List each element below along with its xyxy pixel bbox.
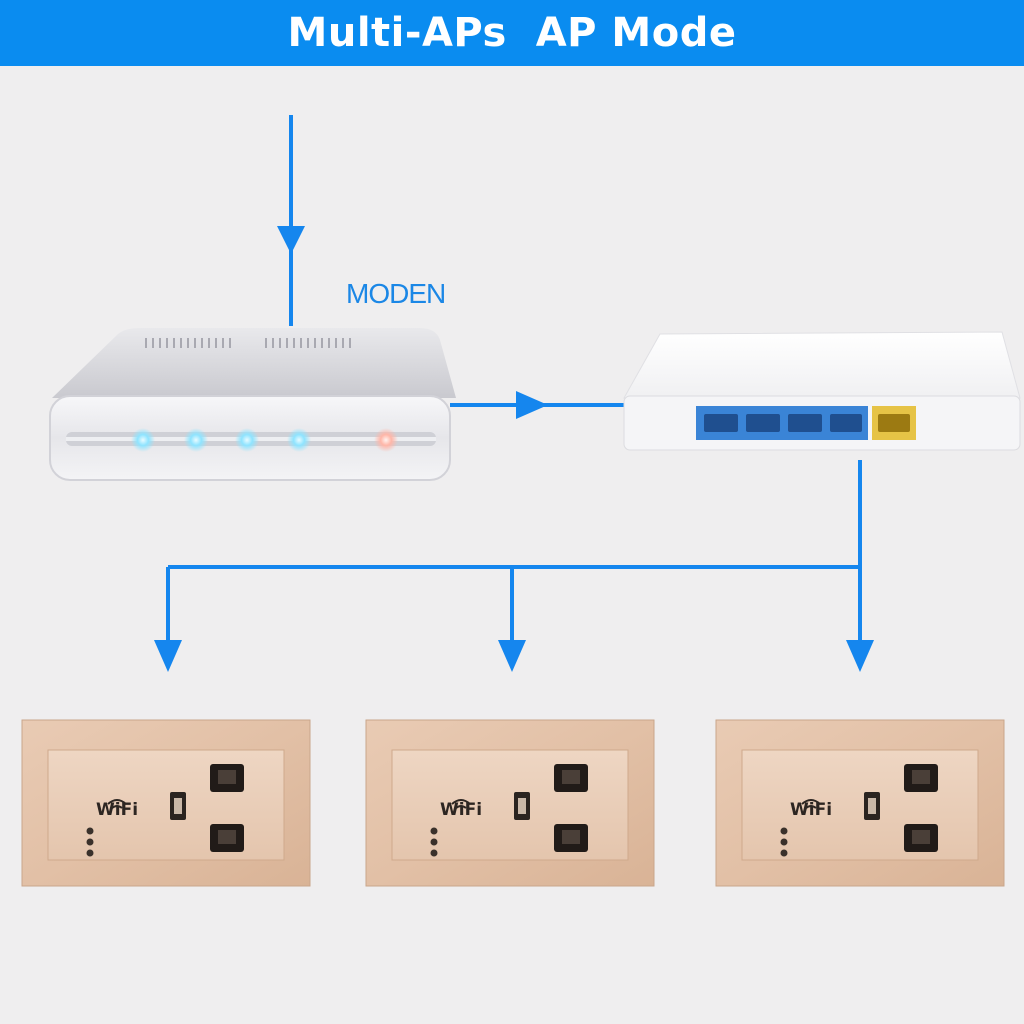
wifi-label: WiFi	[790, 800, 832, 820]
wifi-label: WiFi	[440, 800, 482, 820]
wall-panel-ap-1: WiFi	[21, 719, 311, 887]
wifi-icon	[801, 799, 821, 809]
down-arrow-icon	[846, 640, 874, 672]
wall-panel-ap-2: WiFi	[365, 719, 655, 887]
modem-status-leds	[131, 428, 398, 452]
modem-device	[49, 328, 456, 481]
panel-status-dots	[86, 827, 94, 857]
router-device	[623, 331, 1021, 451]
title-banner: Multi-APs AP Mode	[0, 0, 1024, 66]
wifi-icon	[107, 799, 127, 809]
wifi-label: WiFi	[96, 800, 138, 820]
down-arrow-icon	[277, 226, 305, 254]
panel-status-dots	[430, 827, 438, 857]
down-arrow-icon	[498, 640, 526, 672]
wall-panel-ap-3: WiFi	[715, 719, 1005, 887]
diagram-title: Multi-APs AP Mode	[287, 10, 737, 56]
modem-label: MODEN	[346, 278, 446, 309]
wifi-icon	[451, 799, 471, 809]
down-arrow-icon	[154, 640, 182, 672]
right-arrow-icon	[516, 391, 548, 419]
panel-status-dots	[780, 827, 788, 857]
